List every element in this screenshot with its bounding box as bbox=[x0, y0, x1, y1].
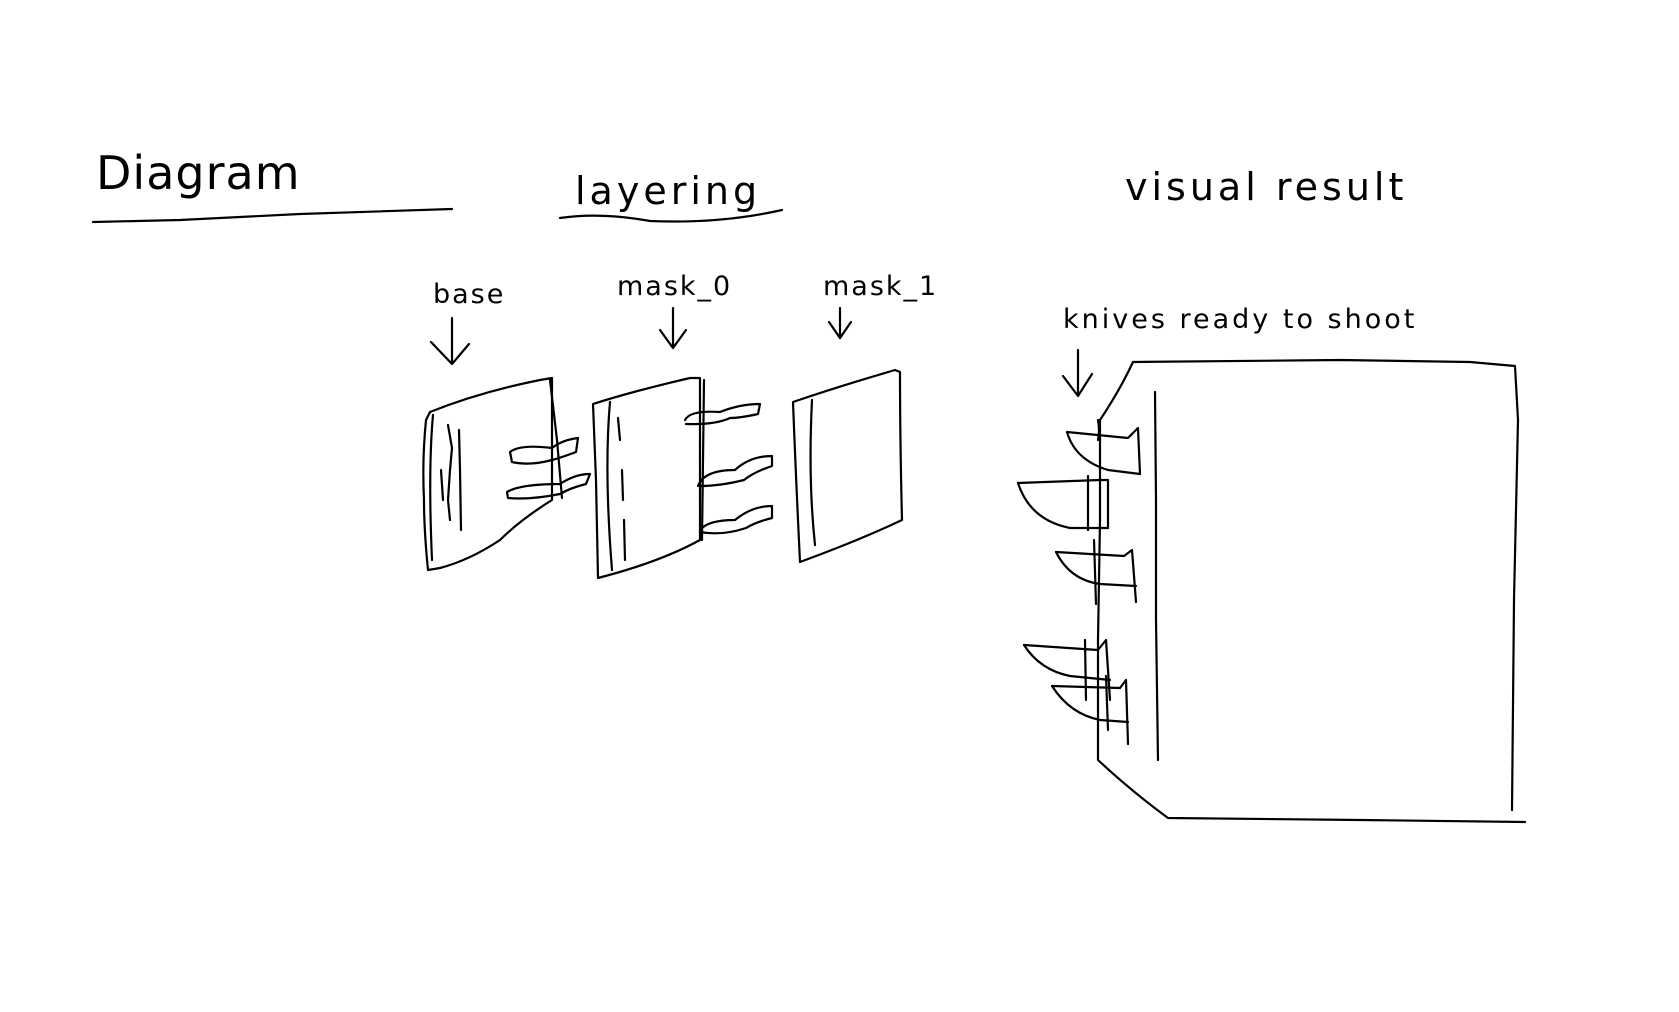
arrow-base bbox=[429, 316, 471, 366]
diagram-title: Diagram bbox=[96, 146, 301, 200]
mask-0-layer-panel bbox=[591, 376, 774, 580]
arrow-mask-0 bbox=[658, 306, 688, 350]
layer-label-mask-1: mask_1 bbox=[823, 271, 939, 302]
knife-1 bbox=[1065, 418, 1142, 476]
visual-result-title: visual result bbox=[1125, 165, 1408, 209]
diagram-underline bbox=[91, 207, 454, 224]
knife-3 bbox=[1054, 538, 1138, 606]
knife-4 bbox=[1022, 638, 1112, 702]
layer-label-base: base bbox=[433, 279, 506, 310]
layer-label-mask-0: mask_0 bbox=[617, 271, 733, 302]
knives-annotation: knives ready to shoot bbox=[1063, 304, 1418, 335]
layering-title: layering bbox=[575, 169, 762, 213]
base-layer-panel bbox=[422, 376, 592, 572]
arrow-mask-1 bbox=[827, 306, 853, 340]
mask-1-layer-panel bbox=[791, 368, 904, 564]
knife-2 bbox=[1016, 474, 1110, 532]
arrow-knives bbox=[1061, 348, 1094, 398]
visual-result-panel bbox=[1096, 358, 1527, 824]
knife-5 bbox=[1050, 674, 1130, 746]
layering-underline bbox=[558, 208, 784, 223]
